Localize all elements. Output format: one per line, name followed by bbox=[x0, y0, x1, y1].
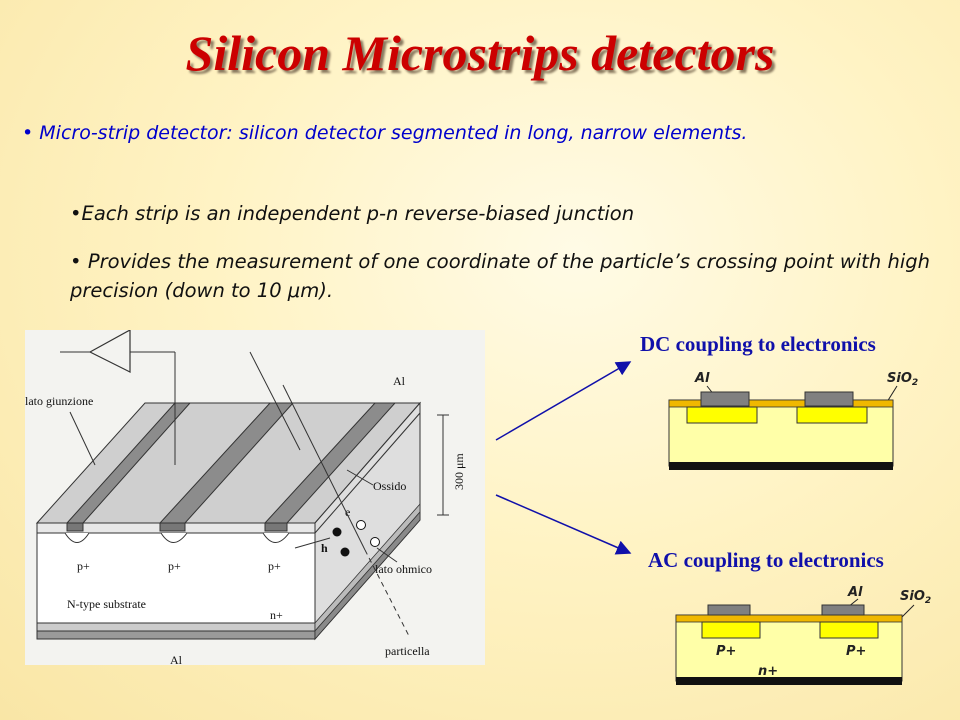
particle-track-lower bbox=[364, 549, 411, 639]
ac-label-p-plus-1: P+ bbox=[716, 644, 736, 659]
label-n-plus: n+ bbox=[270, 608, 283, 622]
right-face-al bbox=[314, 510, 421, 641]
sub-bullet-precision-text: Provides the measurement of one coordina… bbox=[70, 250, 931, 302]
label-thickness: 300 μm bbox=[452, 453, 466, 490]
al-backplane bbox=[36, 630, 316, 640]
ac-label-al: Al bbox=[847, 585, 863, 600]
ac-pointer-sio2 bbox=[901, 604, 915, 618]
main-bullet-text: Micro-strip detector: silicon detector s… bbox=[39, 122, 748, 144]
main-bullet: • Micro-strip detector: silicon detector… bbox=[22, 118, 930, 148]
label-lato-giunzione: lato giunzione bbox=[25, 394, 93, 408]
label-p-plus-1: p+ bbox=[77, 559, 90, 573]
dc-coupling-diagram: Al SiO2 bbox=[668, 371, 918, 470]
pointer-al-strip bbox=[249, 351, 301, 451]
page-title: Silicon Microstrips detectors bbox=[185, 25, 775, 81]
strip-1-front bbox=[66, 522, 84, 532]
p-plus-implant-2 bbox=[160, 532, 188, 543]
dc-pointer-sio2 bbox=[886, 385, 898, 403]
ac-al-strip-2 bbox=[821, 604, 865, 616]
label-hole: h bbox=[321, 541, 328, 555]
ac-al-strip-1 bbox=[707, 604, 751, 616]
front-face bbox=[36, 532, 316, 624]
ac-sio2-subscript: 2 bbox=[925, 596, 931, 606]
dc-oxide-layer bbox=[668, 399, 894, 408]
label-n-type-substrate: N-type substrate bbox=[67, 597, 146, 611]
ac-p-implant-2 bbox=[819, 621, 879, 639]
hole-charge-2 bbox=[340, 547, 350, 557]
label-electron: e bbox=[345, 505, 350, 519]
arrow-to-dc bbox=[495, 361, 632, 441]
dc-coupling-heading: DC coupling to electronics bbox=[640, 332, 876, 356]
n-plus-layer bbox=[36, 622, 316, 632]
dc-label-sio2: SiO2 bbox=[887, 371, 918, 388]
microstrip-diagram: lato giunzione Al 300 μm Ossido e h lato… bbox=[25, 330, 485, 665]
dc-p-implant-2 bbox=[796, 406, 868, 424]
dc-al-strip-1 bbox=[700, 391, 750, 407]
hole-charge-1 bbox=[332, 527, 342, 537]
label-al-bottom: Al bbox=[170, 653, 183, 665]
dc-sio2-subscript: 2 bbox=[912, 378, 918, 388]
bullet-marker: • bbox=[70, 202, 82, 225]
strip-2-front bbox=[159, 522, 186, 532]
ac-coupling-diagram: Al SiO2 P+ P+ n+ bbox=[675, 585, 931, 685]
electron-charge-2 bbox=[370, 537, 380, 547]
microstrip-diagram-svg: lato giunzione Al 300 μm Ossido e h lato… bbox=[25, 330, 466, 665]
bullet-marker: • bbox=[22, 122, 34, 144]
label-lato-ohmico: lato ohmico bbox=[375, 562, 432, 576]
p-plus-implant-1 bbox=[64, 532, 90, 543]
dc-label-al: Al bbox=[694, 371, 710, 386]
pointer-lato-ohmico bbox=[376, 547, 398, 563]
bullet-marker: • bbox=[70, 250, 82, 273]
ac-label-n-plus: n+ bbox=[758, 664, 778, 679]
dc-sio2-text: SiO bbox=[887, 371, 912, 386]
ac-label-sio2: SiO2 bbox=[900, 589, 931, 606]
p-plus-implant-3 bbox=[262, 532, 290, 543]
ac-backplane bbox=[676, 677, 902, 685]
label-particella: particella bbox=[385, 644, 430, 658]
arrow-to-ac bbox=[495, 494, 632, 555]
label-ossido: Ossido bbox=[373, 479, 406, 493]
electron-charge-1 bbox=[356, 520, 366, 530]
dc-backplane bbox=[669, 462, 893, 470]
pointer-ossido bbox=[346, 469, 374, 486]
amplifier-symbol bbox=[88, 330, 131, 373]
label-p-plus-2: p+ bbox=[168, 559, 181, 573]
dc-p-implant-1 bbox=[686, 406, 758, 424]
strip-3-front bbox=[264, 522, 288, 532]
particle-track-upper bbox=[282, 384, 366, 551]
label-al-top: Al bbox=[393, 374, 406, 388]
ac-coupling-heading: AC coupling to electronics bbox=[648, 548, 884, 572]
ac-label-p-plus-2: P+ bbox=[846, 644, 866, 659]
connector-arrows bbox=[495, 361, 632, 555]
ac-p-implant-1 bbox=[701, 621, 761, 639]
ac-oxide-layer bbox=[675, 614, 903, 623]
right-face-oxide-line bbox=[314, 412, 421, 534]
pointer-lato-giunzione bbox=[69, 411, 96, 466]
sub-bullet-junction: •Each strip is an independent p-n revers… bbox=[70, 199, 930, 228]
dc-al-strip-2 bbox=[804, 391, 854, 407]
sub-bullet-junction-text: Each strip is an independent p-n reverse… bbox=[81, 202, 635, 225]
ac-sio2-text: SiO bbox=[900, 589, 925, 604]
sub-bullet-precision: • Provides the measurement of one coordi… bbox=[70, 247, 930, 305]
label-p-plus-3: p+ bbox=[268, 559, 281, 573]
pointer-charges bbox=[294, 537, 331, 549]
aluminium-strips bbox=[65, 402, 397, 532]
